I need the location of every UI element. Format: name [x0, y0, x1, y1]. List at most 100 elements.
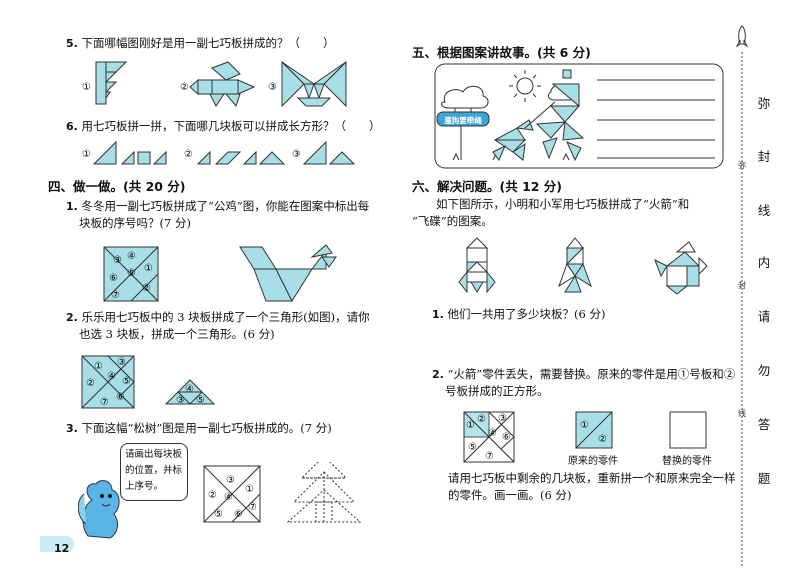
- sun-icon: [509, 70, 541, 102]
- tangram-square: ① ③ ④ ⑤ ② ⑥ ⑦: [81, 355, 135, 409]
- section4-question-2: 2. 乐乐用七巧板中的 3 块板拼成了一个三角形(如图)，请你 也选 3 块板，…: [66, 309, 370, 343]
- seal-notice-char: 内: [757, 255, 771, 270]
- piece-set-1: [92, 140, 167, 165]
- piece-label: ④: [224, 492, 233, 503]
- question-text: 他们一共用了多少块板？(6 分): [447, 307, 606, 321]
- piece-label: ⑤: [127, 268, 136, 279]
- story-picture: 遛狗要牵绳: [434, 63, 724, 169]
- piece-label: ①: [94, 361, 103, 372]
- rooster-figure: [239, 244, 337, 303]
- piece-label: ④: [185, 384, 194, 395]
- part-figures: ① ② ③ ④ ⑤ ⑥ ⑦ ① ②: [463, 411, 707, 463]
- question-text: 下面这幅“松树”图是用一副七巧板拼成的。(7 分): [81, 421, 332, 435]
- piece-label: ②: [86, 378, 95, 389]
- piece-label: ⑦: [485, 451, 494, 462]
- seal-notice-char: 线: [757, 203, 771, 218]
- original-part: ① ②: [575, 411, 613, 449]
- piece-set-3: [302, 140, 356, 165]
- intro-line2: “飞碟”的图案。: [412, 214, 493, 228]
- q3-figures: ② ③ ① ④ ⑤ ⑥ ⑦: [203, 462, 362, 523]
- intro-text: 如下图所示，小明和小军用七巧板拼成了“火箭”和 “飞碟”的图案。: [412, 196, 689, 230]
- piece-set-2: [196, 150, 286, 165]
- piece-label: ③: [498, 413, 507, 424]
- option-label: ②: [184, 149, 193, 160]
- piece-label: ④: [127, 251, 136, 262]
- question-number: 5.: [66, 37, 78, 50]
- seal-line-mark: 封: [738, 281, 746, 290]
- sign-board: [436, 111, 490, 127]
- rocket-figure-2: [558, 237, 592, 293]
- question-text-line2: 号板拼成的正方形。: [445, 384, 549, 398]
- seal-notice-char: 请: [757, 309, 771, 324]
- question-text-line2: 块板的序号吗？(7 分): [79, 216, 191, 230]
- tangram-person: [535, 69, 585, 162]
- intro-line1: 如下图所示，小明和小军用七巧板拼成了“火箭”和: [436, 197, 690, 211]
- bubble-line: 的位置，并标: [125, 465, 183, 476]
- piece-label: ⑦: [100, 397, 109, 408]
- tangram-square: ① ② ③ ④ ⑤ ⑥ ⑦: [463, 411, 515, 463]
- piece-label: ②: [477, 414, 486, 425]
- option-label: ②: [180, 82, 189, 93]
- question-6: 6. 用七巧板拼一拼，下面哪几块板可以拼成长方形？（ ）: [66, 118, 381, 135]
- seal-notice-char: 答: [757, 417, 771, 432]
- cloud-icon: [441, 85, 489, 109]
- tangram-figure-3: [281, 60, 347, 108]
- section6-question-1: 1. 他们一共用了多少块板？(6 分): [432, 306, 605, 323]
- squirrel-mascot-icon: [78, 480, 120, 539]
- piece-label: ⑤: [196, 395, 205, 406]
- pine-tree-dotted-figure: [286, 462, 362, 523]
- question-text: 用七巧板拼一拼，下面哪几块板可以拼成长方形？（ ）: [81, 119, 381, 133]
- question-number: 1.: [432, 308, 444, 321]
- question-number: 1.: [66, 200, 78, 213]
- seal-notice-char: 题: [757, 471, 771, 486]
- seal-notice-char: 弥: [757, 96, 771, 111]
- instruction-line1: 请用七巧板中剩余的几块板，重新拼一个和原来完全一样: [448, 471, 736, 485]
- q1-figures: ③ ④ ① ⑤ ⑥ ⑦ ②: [103, 244, 337, 303]
- option-label: ③: [292, 149, 301, 160]
- piece-label: ⑥: [234, 509, 243, 520]
- piece-label: ①: [580, 420, 589, 431]
- piece-label: ⑦: [111, 290, 120, 301]
- piece-label: ⑤: [122, 376, 131, 387]
- seal-notice-char: 封: [757, 149, 771, 164]
- page-number: 12: [54, 542, 70, 555]
- rocket-ufo-figures: [458, 237, 708, 295]
- rocket-figure-1: [458, 237, 496, 294]
- q6-figures: ① ② ③ ③: [82, 140, 356, 165]
- piece-label: ⑥: [502, 432, 511, 443]
- option-label: ①: [82, 82, 91, 93]
- section-4-title: 四、做一做。(共 20 分): [48, 179, 186, 194]
- piece-label: ⑤: [468, 442, 477, 453]
- piece-label: ②: [598, 434, 607, 445]
- q6-extra: [355, 150, 375, 164]
- q5-figures: ① ② ③: [82, 60, 347, 108]
- tangram-figure-1: [95, 61, 128, 105]
- piece-label: ①: [245, 484, 254, 495]
- rocket-icon: [735, 25, 749, 48]
- seal-line-mark: 线: [738, 409, 746, 418]
- binding-strip: [735, 25, 749, 568]
- page-number-badge: 12: [40, 536, 74, 555]
- piece-label: ④: [107, 371, 116, 382]
- piece-label: ④: [488, 428, 497, 439]
- question-number: 2.: [432, 368, 444, 381]
- question-text-line1: 乐乐用七巧板中的 3 块板拼成了一个三角形(如图)，请你: [81, 310, 370, 324]
- piece-label: ②: [142, 283, 151, 294]
- tangram-figure-2: [189, 61, 256, 108]
- seal-line-mark: 弥: [738, 161, 746, 170]
- piece-label: ①: [466, 420, 475, 431]
- piece-label: ⑥: [116, 392, 125, 403]
- question-number: 6.: [66, 120, 78, 133]
- question-number: 3.: [66, 422, 78, 435]
- section4-question-1: 1. 冬冬用一副七巧板拼成了“公鸡”图，你能在图案中标出每 块板的序号吗？(7 …: [66, 198, 369, 232]
- option-label: ①: [82, 149, 91, 160]
- piece-label: ②: [208, 490, 217, 501]
- replacement-part-box[interactable]: [669, 411, 707, 449]
- sign-text: 遛狗要牵绳: [443, 115, 482, 125]
- section-6-title: 六、解决问题。(共 12 分): [412, 179, 563, 194]
- ufo-figure: [654, 241, 708, 295]
- section-5-title: 五、根据图案讲故事。(共 6 分): [412, 45, 591, 60]
- question-text-line2: 也选 3 块板，拼成一个三角形。(6 分): [79, 327, 275, 341]
- piece-label: ③: [117, 357, 126, 368]
- question-text: 下面哪幅图刚好是用一副七巧板拼成的？（ ）: [81, 36, 335, 50]
